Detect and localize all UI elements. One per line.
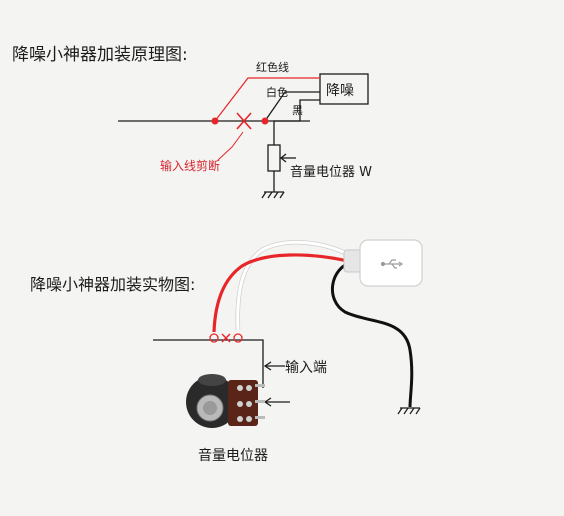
- photo-ground-symbol: [397, 407, 421, 415]
- input-terminal-label: 输入端: [285, 360, 327, 376]
- usb-strain-relief: [343, 249, 363, 273]
- white-wire-end-circle: [233, 333, 243, 343]
- usb-module: [343, 239, 423, 287]
- red-wire-line: [214, 77, 320, 122]
- potentiometer-symbol: [267, 144, 281, 172]
- black-wire-line: [273, 99, 320, 145]
- noise-module-box: [319, 73, 369, 105]
- photo-title: 降噪小神器加装实物图:: [30, 275, 195, 294]
- usb-module-body: [359, 239, 423, 287]
- photo-pot-label: 音量电位器: [198, 447, 268, 464]
- photo-connection-points: [209, 333, 243, 343]
- white-wire: [236, 240, 353, 331]
- left-node-dot: [211, 117, 219, 125]
- black-wire-label: 黑: [292, 104, 303, 117]
- white-wire-line: [264, 91, 320, 122]
- white-wire-label: 白色: [266, 85, 288, 99]
- pot-board: [228, 380, 258, 426]
- black-wire: [330, 260, 414, 408]
- red-wire: [212, 253, 353, 333]
- right-node-dot: [261, 117, 269, 125]
- potentiometer-photo: [186, 374, 265, 428]
- red-wire-end-circle: [209, 333, 219, 343]
- red-wire-label: 红色线: [256, 60, 289, 74]
- cut-note: 输入线剪断: [160, 158, 220, 173]
- cut-mark-icon: [236, 112, 252, 130]
- cut-note-leader: [217, 131, 244, 161]
- photo-input-line-group: [153, 339, 290, 407]
- usb-icon: [380, 259, 404, 269]
- photo-input-line: [153, 339, 264, 388]
- photo-cut-mark-icon: [221, 333, 231, 343]
- red-wire-group: [211, 77, 320, 161]
- schematic-pot-label: 音量电位器 W: [290, 164, 372, 180]
- noise-module-label: 降噪: [326, 83, 354, 99]
- schematic-title: 降噪小神器加装原理图:: [12, 45, 188, 65]
